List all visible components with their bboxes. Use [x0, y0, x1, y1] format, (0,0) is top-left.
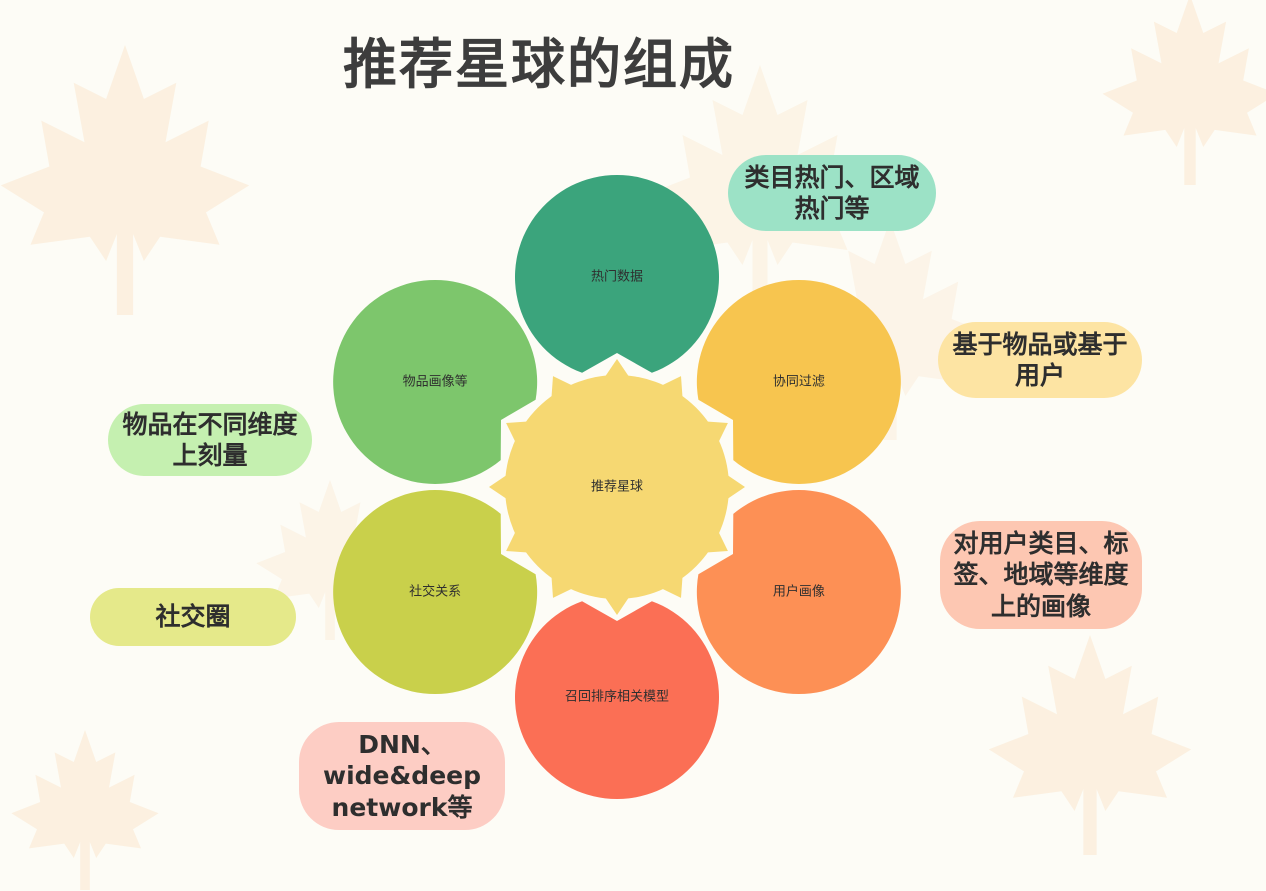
center-label: 推荐星球 [591, 480, 643, 495]
note-item-profile: 物品在不同维度上刻量 [108, 404, 312, 476]
center-node [505, 375, 729, 599]
note-user-profile: 对用户类目、标签、地域等维度上的画像 [940, 521, 1142, 629]
petal-label: 召回排序相关模型 [565, 690, 669, 705]
note-social: 社交圈 [90, 588, 296, 646]
petal-node [515, 601, 720, 800]
petal-label: 协同过滤 [773, 375, 825, 390]
petal-node [333, 279, 538, 484]
petal-node [696, 279, 901, 484]
note-ranking-models: DNN、wide&deep network等 [299, 722, 505, 830]
note-collaborative-filtering: 基于物品或基于用户 [938, 322, 1142, 398]
petal-label: 用户画像 [773, 584, 825, 600]
petal-label: 热门数据 [591, 270, 643, 285]
petal-node [333, 490, 538, 695]
petal-label: 物品画像等 [403, 374, 468, 390]
petal-node [696, 490, 901, 695]
note-hot-data: 类目热门、区域热门等 [728, 155, 936, 231]
petal-label: 社交关系 [409, 584, 461, 600]
page-title: 推荐星球的组成 [343, 33, 735, 96]
petal-node [515, 174, 720, 373]
